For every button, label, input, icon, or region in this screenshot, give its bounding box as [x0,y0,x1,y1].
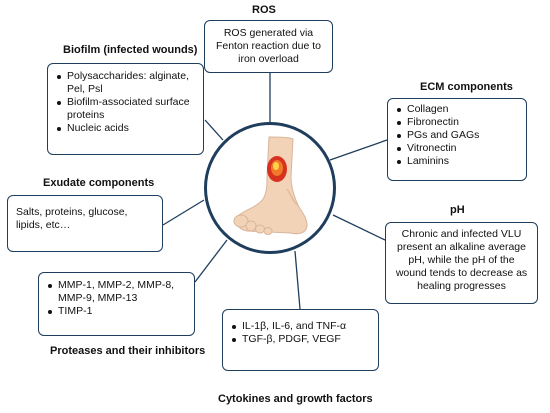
ecm-item: PGs and GAGs [396,129,518,142]
proteases-box: MMP-1, MMP-2, MMP-8, MMP-9, MMP-13 TIMP-… [38,272,195,336]
connector-ecm [329,139,388,161]
ph-text: Chronic and infected VLU present an alka… [395,228,528,292]
ros-title: ROS [252,4,276,16]
proteases-item: TIMP-1 [47,305,186,318]
exudate-box: Salts, proteins, glucose, lipids, etc… [7,195,163,252]
biofilm-title: Biofilm (infected wounds) [63,44,198,56]
exudate-text: Salts, proteins, glucose, lipids, etc… [16,206,128,231]
exudate-title: Exudate components [43,177,155,189]
ecm-item: Fibronectin [396,116,518,129]
ecm-item: Vitronectin [396,142,518,155]
proteases-title: Proteases and their inhibitors [50,345,206,357]
ecm-item: Collagen [396,103,518,116]
proteases-item: MMP-1, MMP-2, MMP-8, MMP-9, MMP-13 [47,279,186,305]
connector-cytokines [294,250,301,310]
biofilm-item: Biofilm-associated surface proteins [56,96,195,122]
ph-title: pH [450,204,465,216]
center-circle [204,122,336,254]
cytokines-box: IL-1β, IL-6, and TNF-α TGF-β, PDGF, VEGF [222,309,379,371]
connector-ph [332,214,386,241]
ros-text: ROS generated via Fenton reaction due to… [215,27,322,65]
cytokines-item: IL-1β, IL-6, and TNF-α [231,320,370,333]
cytokines-item: TGF-β, PDGF, VEGF [231,333,370,346]
connector-proteases [194,239,228,283]
ecm-title: ECM components [420,81,513,93]
ecm-box: Collagen Fibronectin PGs and GAGs Vitron… [387,98,527,181]
cytokines-title: Cytokines and growth factors [218,393,373,405]
biofilm-box: Polysaccharides: alginate, Pel, Psl Biof… [47,63,204,155]
ros-box: ROS generated via Fenton reaction due to… [204,20,333,73]
leg-wound-icon [233,136,308,235]
ecm-item: Laminins [396,155,518,168]
biofilm-item: Nucleic acids [56,122,195,135]
connector-exudate [162,199,205,226]
biofilm-item: Polysaccharides: alginate, Pel, Psl [56,70,195,96]
ph-box: Chronic and infected VLU present an alka… [385,222,538,304]
connector-biofilm [204,119,224,141]
